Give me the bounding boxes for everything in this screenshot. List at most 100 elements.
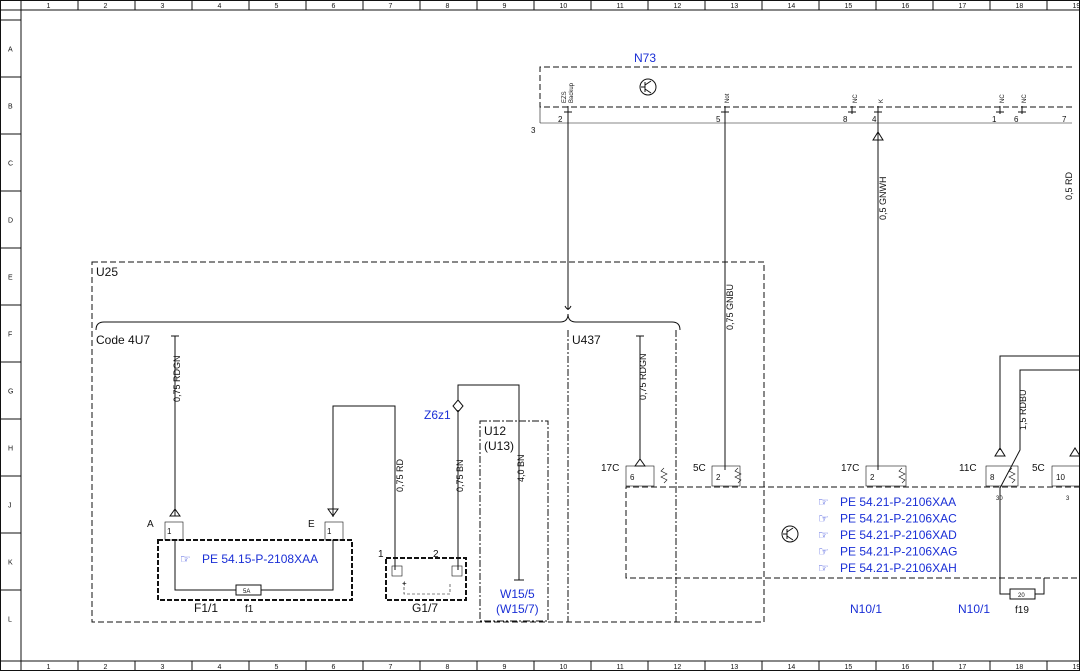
svg-text:f19: f19 [1015,605,1029,616]
svg-text:2: 2 [558,115,563,124]
svg-text:A: A [147,519,154,530]
reference-list: ☞PE 54.21-P-2106XAA☞PE 54.21-P-2106XAC☞P… [818,495,957,575]
n10-1-box [625,486,1080,579]
svg-text:1: 1 [378,549,384,560]
svg-text:0,5 RD: 0,5 RD [1064,171,1074,200]
column-label: 12 [674,3,682,10]
svg-text:5C: 5C [693,463,706,474]
n73-module-box [539,66,1072,108]
svg-text:11C: 11C [959,463,977,474]
svg-text:6: 6 [1014,115,1019,124]
row-label: B [8,104,13,111]
row-label: D [8,218,13,225]
transistor-icon-n10 [781,525,799,543]
svg-text:3: 3 [1066,496,1070,502]
row-label: G [8,389,13,396]
ref-hand-icon: ☞ [818,512,829,526]
svg-text:5C: 5C [1032,463,1045,474]
column-label: 19 [1073,3,1080,10]
ref-left[interactable]: PE 54.15-P-2108XAA [202,552,318,566]
column-label: 14 [788,3,796,10]
svg-text:E: E [308,519,315,530]
svg-text:NC: NC [1022,94,1028,103]
column-label: 9 [503,664,507,671]
u25-box [91,261,765,623]
svg-text:f1: f1 [245,604,254,615]
z6z1-label: Z6z1 [424,408,451,422]
column-label: 11 [617,664,624,671]
z6z1-splice-icon [452,399,464,413]
ref-link[interactable]: PE 54.21-P-2106XAA [840,495,956,509]
svg-text:17C: 17C [601,463,619,474]
svg-text:2: 2 [716,473,721,482]
svg-text:0,75 BN: 0,75 BN [455,459,465,492]
svg-text:EZS: EZS [562,91,568,103]
column-label: 16 [902,3,910,10]
row-label: E [8,275,13,282]
ref-link[interactable]: PE 54.21-P-2106XAC [840,512,957,526]
row-label: H [8,446,13,453]
column-label: 17 [959,664,967,671]
svg-text:1: 1 [992,115,997,124]
row-label: K [8,560,13,567]
column-label: 3 [161,3,165,10]
wire-label-gnbu: 0,75 GNBU [725,284,735,330]
column-label: 17 [959,3,967,10]
column-label: 8 [446,664,450,671]
column-label: 18 [1016,3,1024,10]
svg-text:K: K [879,99,885,103]
wire-rdbu [999,369,1080,489]
column-label: 11 [617,3,624,10]
column-label: 19 [1073,664,1080,671]
svg-text:+: + [402,579,407,588]
column-label: 15 [845,3,853,10]
svg-text:Not: Not [725,93,731,103]
column-label: 10 [560,3,568,10]
row-label: L [8,617,12,624]
column-label: 2 [104,3,108,10]
ref-hand-icon: ☞ [818,561,829,575]
wire-label-gnwh: 0,5 GNWH [878,176,888,220]
wire-bn4 [457,384,520,580]
ref-link[interactable]: PE 54.21-P-2106XAH [840,561,957,575]
column-label: 14 [788,664,796,671]
transistor-icon [639,78,657,96]
n73-label: N73 [634,51,656,65]
g1-7-box [385,557,467,601]
svg-text:0,75 RDGN: 0,75 RDGN [172,355,182,402]
w15-5-label: W15/5 [500,587,535,601]
svg-text:8: 8 [990,473,995,482]
svg-text:10: 10 [1056,473,1065,482]
svg-text:3: 3 [531,126,536,135]
fuse-5a-icon [235,584,262,596]
brace [95,313,681,331]
row-label: A [8,47,13,54]
row-label: J [8,503,12,510]
u437-label: U437 [572,333,601,347]
svg-text:1: 1 [327,527,332,536]
column-label: 6 [332,664,336,671]
column-label: 5 [275,664,279,671]
ref-link[interactable]: PE 54.21-P-2106XAD [840,528,957,542]
ref-link[interactable]: PE 54.21-P-2106XAG [840,545,957,559]
column-label: 5 [275,3,279,10]
svg-text:20: 20 [1018,593,1025,599]
column-label: 1 [47,3,51,10]
column-ruler [20,0,1048,671]
f1-1-box [157,539,353,601]
u25-label: U25 [96,265,118,279]
svg-text:0,75 RDGN: 0,75 RDGN [638,353,648,400]
svg-text:U12: U12 [484,424,506,438]
code-label: Code 4U7 [96,333,150,347]
column-label: 15 [845,664,853,671]
svg-text:Backup: Backup [569,82,575,103]
svg-text:(U13): (U13) [484,439,514,453]
svg-text:8: 8 [843,115,848,124]
column-label: 1 [47,664,51,671]
ref-left-hand-icon: ☞ [180,552,191,566]
svg-text:NC: NC [853,94,859,103]
